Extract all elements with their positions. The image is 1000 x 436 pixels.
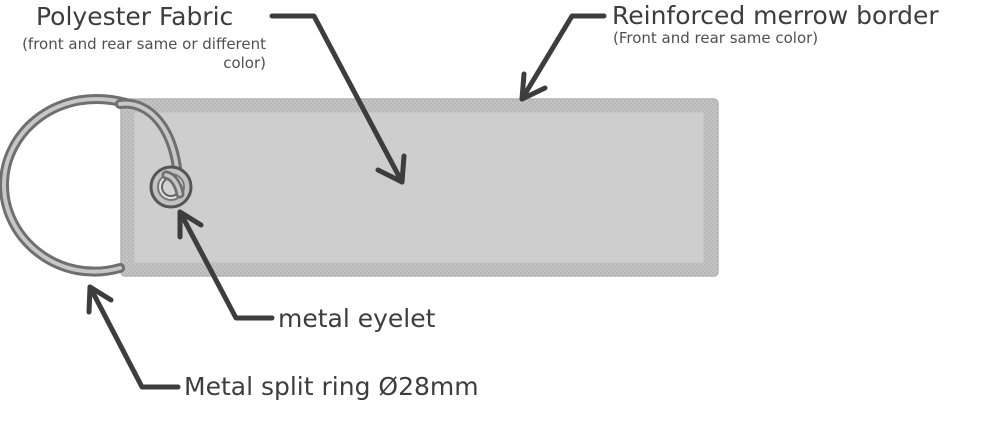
metal-eyelet	[149, 165, 193, 209]
polyester-fabric-note: (front and rear same or different color)	[22, 35, 266, 72]
fabric-panel	[133, 111, 705, 264]
merrow-border-label: Reinforced merrow border	[612, 1, 939, 30]
polyester-fabric-label: Polyester Fabric	[36, 2, 234, 31]
merrow-border-note: (Front and rear same color)	[613, 29, 819, 47]
split-ring	[0, 93, 183, 277]
split-ring-label: Metal split ring Ø28mm	[184, 372, 479, 401]
split-ring-arrow	[86, 284, 181, 390]
eyelet-arrow	[177, 209, 275, 321]
metal-eyelet-label: metal eyelet	[278, 304, 436, 333]
fabric-strap	[120, 98, 719, 277]
merrow-arrow	[519, 13, 607, 102]
polyester-arrow	[269, 13, 407, 185]
